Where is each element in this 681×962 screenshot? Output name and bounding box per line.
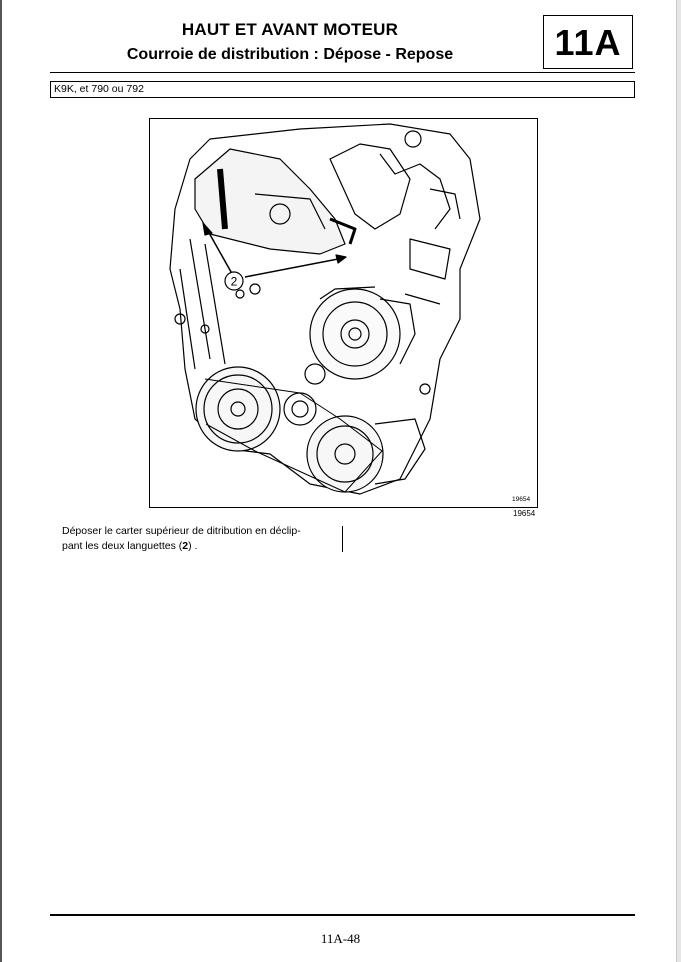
callout-label: 2 xyxy=(231,275,238,289)
footer-divider xyxy=(50,914,635,916)
section-code-box: 11A xyxy=(543,15,633,69)
header-divider xyxy=(50,72,635,73)
page-left-border xyxy=(0,0,2,962)
engine-drawing: 2 xyxy=(169,123,481,495)
callout-circle xyxy=(224,271,244,291)
caption-line-2-suffix: ) . xyxy=(188,540,198,552)
caption-line-1: Déposer le carter supérieur de ditributi… xyxy=(62,525,301,537)
caption-line-2-prefix: pant les deux languettes ( xyxy=(62,540,183,552)
page-subtitle: Courroie de distribution : Dépose - Repo… xyxy=(126,46,454,63)
page-title: HAUT ET AVANT MOTEUR xyxy=(181,20,399,39)
page-right-border xyxy=(676,0,677,962)
engine-applicability-bar: K9K, et 790 ou 792 xyxy=(50,81,635,98)
page-shadow xyxy=(677,0,681,962)
engine-figure: 2 xyxy=(149,118,538,508)
figure-number: 19654 xyxy=(513,509,536,518)
page-number: 11A-48 xyxy=(320,931,361,946)
caption-column-rule xyxy=(342,526,343,552)
figure-caption: Déposer le carter supérieur de ditributi… xyxy=(62,524,337,554)
caption-line-2: pant les deux languettes (2) . xyxy=(62,539,337,554)
caption-callout-ref: 2 xyxy=(182,540,189,552)
figure-number-inner: 19654 xyxy=(512,496,531,503)
